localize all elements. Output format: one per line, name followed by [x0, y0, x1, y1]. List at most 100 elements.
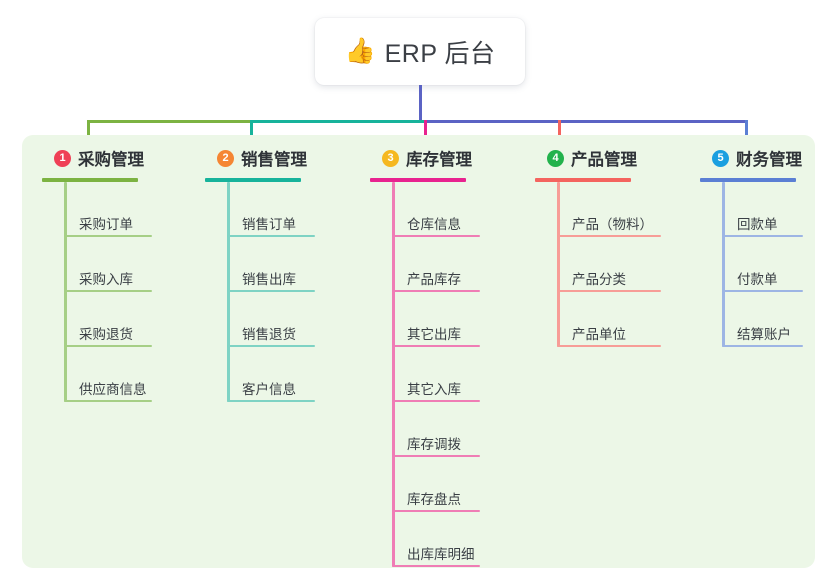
module-item[interactable]: 仓库信息: [392, 182, 480, 237]
module-item-underline: [392, 344, 480, 347]
module-item-label: 采购入库: [79, 271, 133, 287]
module-item[interactable]: 客户信息: [227, 347, 315, 402]
module-item-label: 采购订单: [79, 216, 133, 232]
module-item-label: 库存调拨: [407, 436, 461, 452]
module-column-3: 3 库存管理仓库信息产品库存其它出库其它入库库存调拨库存盘点出库库明细: [370, 145, 480, 567]
module-item-list: 回款单付款单结算账户: [722, 181, 803, 347]
module-item-label: 产品单位: [572, 326, 626, 342]
module-badge-number: 1: [54, 149, 71, 167]
module-item-underline: [64, 234, 152, 237]
module-item[interactable]: 产品（物料）: [557, 182, 661, 237]
module-item-label: 客户信息: [242, 381, 296, 397]
module-item-underline: [64, 399, 152, 402]
module-item[interactable]: 回款单: [722, 182, 803, 237]
module-item-underline: [392, 234, 480, 237]
module-item-label: 其它出库: [407, 326, 461, 342]
module-item[interactable]: 采购退货: [64, 292, 152, 347]
module-item-list: 销售订单销售出库销售退货客户信息: [227, 181, 315, 402]
module-header-3[interactable]: 3 库存管理: [370, 145, 475, 171]
module-item-label: 销售订单: [242, 216, 296, 232]
thumbs-up-icon: 👍: [344, 37, 376, 65]
module-item-underline: [227, 289, 315, 292]
module-item-underline: [64, 344, 152, 347]
module-stem-line: [227, 181, 230, 402]
module-item[interactable]: 采购入库: [64, 237, 152, 292]
module-item[interactable]: 销售退货: [227, 292, 315, 347]
connector-bar-segment-2: [250, 120, 424, 123]
module-item-label: 销售出库: [242, 271, 296, 287]
module-badge-number: 3: [382, 149, 399, 167]
module-item[interactable]: 付款单: [722, 237, 803, 292]
module-stem-line: [557, 181, 560, 347]
module-item-underline: [392, 289, 480, 292]
module-item[interactable]: 其它入库: [392, 347, 480, 402]
module-item[interactable]: 结算账户: [722, 292, 803, 347]
module-title: 销售管理: [241, 151, 307, 169]
module-column-4: 4 产品管理产品（物料） 产品分类产品单位: [535, 145, 661, 347]
module-item-label: 产品（物料）: [572, 216, 653, 232]
module-item[interactable]: 销售出库: [227, 237, 315, 292]
module-item[interactable]: 库存盘点: [392, 457, 480, 512]
module-item-underline: [557, 234, 661, 237]
connector-bar-segment-1: [87, 120, 250, 123]
module-item-underline: [557, 344, 661, 347]
module-item-underline: [392, 509, 480, 512]
module-item[interactable]: 库存调拨: [392, 402, 480, 457]
module-header-5[interactable]: 5 财务管理: [700, 145, 802, 171]
module-title: 产品管理: [571, 151, 637, 169]
root-node-title: ERP 后台: [384, 39, 496, 68]
connector-drop-4: [558, 120, 561, 148]
module-item-label: 产品库存: [407, 271, 461, 287]
module-stem-line: [722, 181, 725, 347]
module-item[interactable]: 产品单位: [557, 292, 661, 347]
module-item-label: 结算账户: [737, 326, 791, 342]
connector-drop-5: [745, 120, 748, 148]
module-item-label: 回款单: [737, 216, 778, 232]
connector-drop-1: [87, 120, 90, 148]
module-title: 财务管理: [736, 151, 802, 169]
module-header-underline: [205, 178, 301, 182]
module-item[interactable]: 销售订单: [227, 182, 315, 237]
module-item[interactable]: 采购订单: [64, 182, 152, 237]
connector-drop-2: [250, 120, 253, 148]
connector-bar-segment-3: [424, 120, 745, 123]
module-item[interactable]: 产品库存: [392, 237, 480, 292]
module-item-label: 仓库信息: [407, 216, 461, 232]
module-item-label: 供应商信息: [79, 381, 147, 397]
module-item[interactable]: 供应商信息: [64, 347, 152, 402]
module-header-4[interactable]: 4 产品管理: [535, 145, 653, 171]
module-item-list: 产品（物料） 产品分类产品单位: [557, 181, 661, 347]
module-item[interactable]: 产品分类: [557, 237, 661, 292]
module-stem-line: [392, 181, 395, 567]
module-item-underline: [722, 234, 803, 237]
module-item-underline: [722, 344, 803, 347]
module-title: 库存管理: [406, 151, 472, 169]
module-stem-line: [64, 181, 67, 402]
module-item-underline: [557, 289, 661, 292]
module-item-list: 采购订单采购入库采购退货供应商信息: [64, 181, 152, 402]
module-item-underline: [392, 564, 480, 567]
root-node-card[interactable]: 👍 ERP 后台: [315, 18, 525, 85]
module-item[interactable]: 出库库明细: [392, 512, 480, 567]
module-item-underline: [392, 454, 480, 457]
module-item-label: 采购退货: [79, 326, 133, 342]
module-item[interactable]: 其它出库: [392, 292, 480, 347]
module-item-list: 仓库信息产品库存其它出库其它入库库存调拨库存盘点出库库明细: [392, 181, 480, 567]
module-item-underline: [227, 234, 315, 237]
module-header-underline: [370, 178, 466, 182]
module-badge-number: 5: [712, 149, 729, 167]
module-header-underline: [700, 178, 796, 182]
connector-trunk: [419, 85, 422, 123]
module-item-underline: [722, 289, 803, 292]
module-item-underline: [227, 344, 315, 347]
module-item-underline: [227, 399, 315, 402]
module-badge-number: 4: [547, 149, 564, 167]
module-item-label: 付款单: [737, 271, 778, 287]
module-item-label: 库存盘点: [407, 491, 461, 507]
module-header-underline: [42, 178, 138, 182]
